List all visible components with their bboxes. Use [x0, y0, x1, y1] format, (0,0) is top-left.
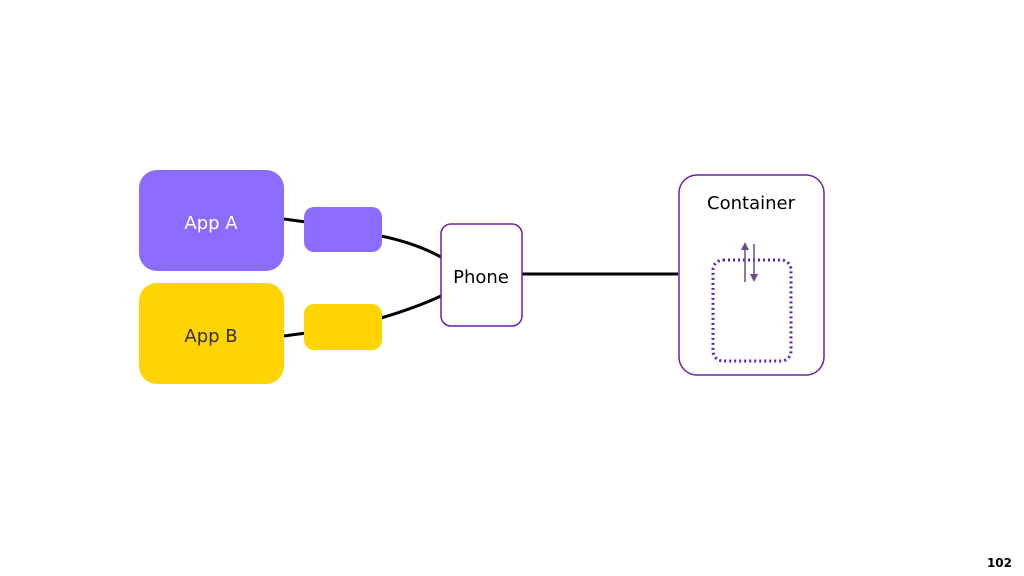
container-label: Container — [707, 193, 796, 214]
slide-number: 102 — [986, 556, 1012, 570]
line-port-b-to-phone — [380, 294, 442, 320]
bidirectional-arrows-icon — [741, 242, 758, 282]
line-app-b-to-port — [283, 331, 307, 338]
app-a-label: App A — [184, 213, 238, 234]
app-b-label: App B — [184, 326, 237, 347]
app-a-box — [139, 170, 284, 271]
phone-label: Phone — [453, 267, 509, 288]
line-app-a-to-port — [283, 217, 307, 224]
phone-box — [440, 223, 523, 327]
app-a-port — [304, 207, 382, 252]
line-port-a-to-phone — [380, 234, 442, 259]
app-b-port — [304, 304, 382, 350]
app-b-box — [139, 283, 284, 384]
